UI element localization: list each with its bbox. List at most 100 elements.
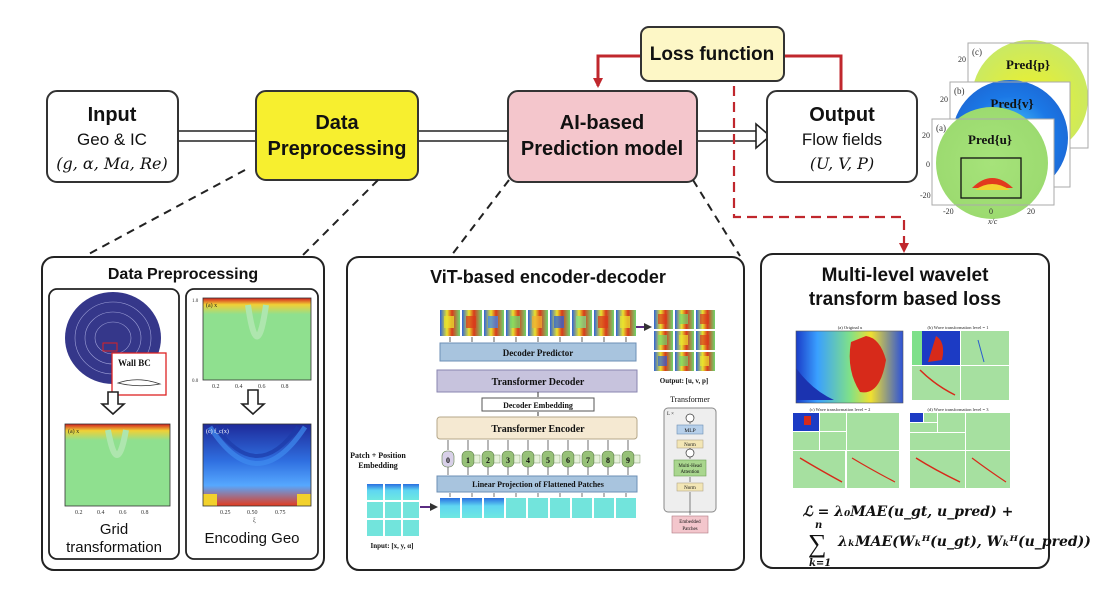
- input-strip-patch: [484, 498, 504, 518]
- sum-lower-limit: k=1: [809, 558, 831, 569]
- grid-plot-xticks: 0.2 0.4 0.6 0.8: [75, 510, 149, 516]
- wavelet-level-1: (b) Wave transformation level = 1: [912, 325, 1009, 400]
- model-line-1: AI-based: [560, 112, 644, 134]
- input-label: Input: [x, y, α]: [371, 542, 414, 550]
- wavelet-level-3: (d) Wave transformation level = 3: [910, 407, 1010, 488]
- preprocessing-line-1: Data: [315, 112, 359, 134]
- transformer-block-title: Transformer: [670, 395, 710, 404]
- wavelet-level-2: (c) Wave transformation level = 2: [793, 407, 899, 488]
- pred-v-ytick: 20: [940, 95, 948, 104]
- grid-transformation-label-2: transformation: [66, 539, 162, 556]
- output-variables: (U, V, P): [810, 154, 874, 173]
- preprocessing-line-2: Preprocessing: [268, 138, 407, 160]
- linear-projection-label: Linear Projection of Flattened Patches: [472, 480, 604, 489]
- input-box: Input Geo & IC (g, α, Ma, Re): [46, 90, 179, 183]
- input-variables: (g, α, Ma, Re): [56, 154, 167, 173]
- output-label: Output: [u, v, p]: [660, 377, 708, 385]
- prediction-stack: (c) Pred{p} 20 (b) Pred{v} 20 (a) Pred{u…: [920, 40, 1089, 226]
- vit-title: ViT-based encoder-decoder: [430, 267, 666, 287]
- output-box: Output Flow fields (U, V, P): [766, 90, 918, 183]
- pred-u-ytick-top: 20: [922, 131, 930, 140]
- output-patch-grid: [654, 310, 715, 371]
- input-strip-patch: [550, 498, 570, 518]
- svg-text:0.6: 0.6: [119, 510, 127, 516]
- svg-text:0.0: 0.0: [192, 379, 199, 384]
- panel-wavelet-loss: Multi-level wavelet transform based loss…: [760, 253, 1091, 569]
- position-token-label: 8: [606, 456, 610, 465]
- prediction-model-box: AI-based Prediction model: [507, 90, 698, 183]
- pred-xtick-3: 20: [1027, 207, 1035, 216]
- loss-panel-title-2: transform based loss: [809, 289, 1001, 310]
- encoding-plot-xticks: 0.25 0.50 0.75 ξ: [220, 510, 286, 524]
- input-patch: [385, 484, 401, 500]
- position-token-label: 9: [626, 456, 630, 465]
- pred-u-tag: (a): [936, 123, 946, 133]
- pred-u-ytick-bottom: -20: [920, 191, 931, 200]
- mlp-label: MLP: [684, 428, 695, 434]
- input-patch: [403, 520, 419, 536]
- norm-label-1: Norm: [684, 443, 696, 448]
- input-patch: [385, 520, 401, 536]
- pred-v-tag: (b): [954, 86, 965, 96]
- position-token-label: 3: [506, 456, 510, 465]
- pred-u-label: Pred{u}: [968, 132, 1012, 147]
- position-token-label: 1: [466, 456, 470, 465]
- pre-down-arrows: [99, 389, 267, 416]
- svg-text:0.8: 0.8: [141, 510, 149, 516]
- position-token-label: 6: [566, 456, 570, 465]
- decoder-embedding-label: Decoder Embedding: [503, 401, 573, 410]
- output-title: Output: [809, 104, 875, 126]
- wavelet-level-2-title: (c) Wave transformation level = 2: [810, 407, 871, 412]
- attention-label-1: Multi-Head: [678, 464, 702, 469]
- pred-p-label: Pred{p}: [1006, 57, 1050, 72]
- data-preprocessing-box: Data Preprocessing: [255, 90, 419, 181]
- input-strip-patch: [572, 498, 592, 518]
- output-subtitle: Flow fields: [802, 130, 882, 149]
- input-strip-patch: [440, 498, 460, 518]
- transformer-encoder-bar: [436, 416, 638, 440]
- wavelet-original-plot: (a) Original u: [795, 325, 904, 404]
- geo-field-plot: (a) x: [202, 297, 312, 381]
- loss-feedback-arrows: [593, 54, 843, 90]
- svg-text:0.2: 0.2: [212, 384, 220, 390]
- input-strip-patch: [616, 498, 636, 518]
- svg-text:0.2: 0.2: [75, 510, 83, 516]
- input-patch: [403, 484, 419, 500]
- transformer-decoder-label: Transformer Decoder: [492, 377, 585, 388]
- input-patch-strip: [440, 493, 636, 518]
- decoder-predictor-bar: [439, 342, 637, 362]
- loss-formula-line-2: λₖMAE(Wₖᴴ(u_gt), Wₖᴴ(u_pred)): [837, 534, 1091, 550]
- linear-projection-bar: [436, 475, 638, 493]
- pred-axis-label: x/c: [987, 217, 998, 226]
- geo-plot-yticks: 1.0 0.0: [192, 299, 199, 384]
- encoding-plot-tag: (c) f_c(x): [206, 428, 229, 435]
- loss-formula-line-1: ℒ = λ₀MAE(u_gt, u_pred) +: [803, 504, 1014, 520]
- transformer-decoder-bar: [436, 369, 638, 393]
- pred-xtick-1: -20: [943, 207, 954, 216]
- pred-u-plot: (a) Pred{u} 20 0 -20: [920, 107, 1055, 219]
- zoom-lines: [84, 169, 741, 257]
- input-patch: [367, 520, 383, 536]
- input-strip-patch: [506, 498, 526, 518]
- pred-xtick-2: 0: [989, 207, 993, 216]
- encoding-geo-label: Encoding Geo: [204, 530, 299, 547]
- loss-function-box: Loss function: [640, 26, 785, 82]
- input-patch: [403, 502, 419, 518]
- input-patch-grid: [367, 484, 419, 536]
- pred-p-ytick: 20: [958, 55, 966, 64]
- norm-label-2: Norm: [684, 486, 696, 491]
- input-patch: [385, 502, 401, 518]
- transformer-encoder-label: Transformer Encoder: [491, 424, 585, 435]
- input-patch: [367, 484, 383, 500]
- transformer-block-lx: L ×: [667, 412, 674, 417]
- input-title: Input: [88, 104, 137, 126]
- input-patch: [367, 502, 383, 518]
- loss-dashed-arrow: [732, 70, 909, 253]
- geo-plot-tag: (a) x: [206, 302, 217, 309]
- position-token-label: 2: [486, 456, 490, 465]
- wavelet-level-1-title: (b) Wave transformation level = 1: [928, 325, 989, 330]
- svg-text:0.75: 0.75: [275, 510, 286, 516]
- pred-v-label: Pred{v}: [990, 96, 1033, 111]
